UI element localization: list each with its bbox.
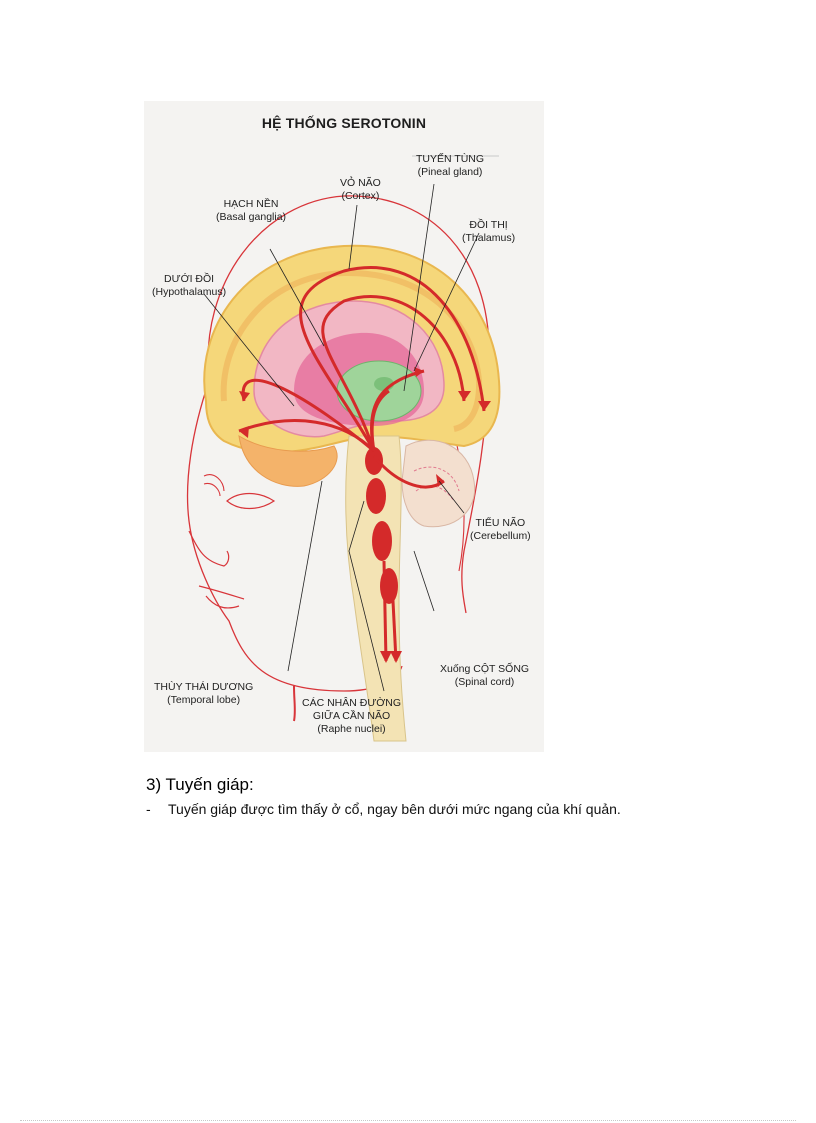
label-cerebellum-vi: TIỂU NÃO <box>475 517 526 529</box>
brain-illustration <box>186 155 501 742</box>
bullet-item: - Tuyến giáp được tìm thấy ở cổ, ngay bê… <box>146 801 621 817</box>
label-pineal-en: (Pineal gland) <box>417 166 483 178</box>
label-cerebellum-en: (Cerebellum) <box>470 530 531 542</box>
bullet-marker: - <box>146 801 151 817</box>
label-raphe-vi2: GIỮA CẦN NÃO <box>312 710 391 722</box>
label-raphe-en: (Raphe nuclei) <box>317 723 386 735</box>
label-basal-ganglia-vi: HẠCH NỀN <box>223 198 279 210</box>
page-bottom-border <box>20 1120 796 1121</box>
figure-title: HỆ THỐNG SEROTONIN <box>261 115 427 131</box>
section-heading: 3) Tuyến giáp: <box>146 775 254 794</box>
label-pineal-vi: TUYẾN TÙNG <box>416 153 485 165</box>
label-spinal-cord: Xuống CỘT SỐNG (Spinal cord) <box>440 663 529 689</box>
label-thalamus-en: (Thalamus) <box>462 232 516 244</box>
label-spinal-cord-en: (Spinal cord) <box>454 676 515 688</box>
label-thalamus-vi: ĐỒI THỊ <box>469 219 508 231</box>
label-raphe-vi1: CÁC NHÂN ĐƯỜNG <box>302 697 402 709</box>
label-spinal-cord-vi: Xuống CỘT SỐNG <box>440 663 530 675</box>
label-basal-ganglia: HẠCH NỀN (Basal ganglia) <box>216 198 286 224</box>
serotonin-system-figure: HỆ THỐNG SEROTONIN TUYẾN TÙNG (Pineal gl… <box>144 101 544 752</box>
label-raphe-nuclei: CÁC NHÂN ĐƯỜNG GIỮA CẦN NÃO (Raphe nucle… <box>302 697 401 736</box>
bullet-text: Tuyến giáp được tìm thấy ở cổ, ngay bên … <box>168 801 621 817</box>
label-cortex-vi: VỎ NÃO <box>340 177 381 189</box>
label-hypothalamus-vi: DƯỚI ĐỒI <box>164 273 215 285</box>
label-cortex-en: (Cortex) <box>341 190 380 202</box>
label-cerebellum: TIỂU NÃO (Cerebellum) <box>470 517 531 543</box>
label-basal-ganglia-en: (Basal ganglia) <box>216 211 287 223</box>
label-cortex: VỎ NÃO (Cortex) <box>340 177 381 203</box>
label-hypothalamus-en: (Hypothalamus) <box>152 286 227 298</box>
label-temporal-lobe-vi: THÙY THÁI DƯƠNG <box>154 681 254 693</box>
label-hypothalamus: DƯỚI ĐỒI (Hypothalamus) <box>152 273 226 299</box>
label-temporal-lobe-en: (Temporal lobe) <box>167 694 241 706</box>
label-thalamus: ĐỒI THỊ (Thalamus) <box>462 219 515 245</box>
label-temporal-lobe: THÙY THÁI DƯƠNG (Temporal lobe) <box>154 681 253 707</box>
label-pineal-gland: TUYẾN TÙNG (Pineal gland) <box>416 153 484 179</box>
